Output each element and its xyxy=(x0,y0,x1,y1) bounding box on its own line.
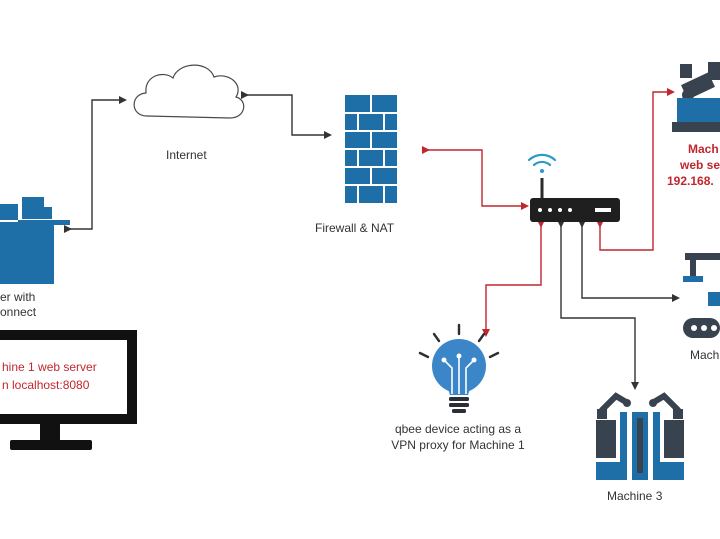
link-router-machine1 xyxy=(596,88,675,251)
machine1-label-line3: 192.168. xyxy=(667,174,714,188)
user-label-line1: er with xyxy=(0,290,36,304)
user-workstation-icon xyxy=(0,197,70,284)
user-label-line2: onnect xyxy=(0,305,37,319)
link-router-qbee xyxy=(482,220,545,337)
firewall-icon xyxy=(345,95,397,203)
cloud-icon xyxy=(133,64,245,119)
link-firewall-router xyxy=(422,146,529,210)
machine2-label: Machi xyxy=(690,348,720,362)
machine1-label-line2: web se xyxy=(680,158,720,172)
qbee-label-line1: qbee device acting as a xyxy=(394,422,522,436)
qbee-label-line2: VPN proxy for Machine 1 xyxy=(391,438,525,452)
monitor-text-line2: n localhost:8080 xyxy=(2,378,90,392)
link-router-machine3 xyxy=(557,220,639,390)
conveyor-icon xyxy=(683,253,720,338)
factory-robots-icon xyxy=(596,392,684,480)
link-user-internet xyxy=(64,96,127,233)
internet-label: Internet xyxy=(166,148,207,162)
monitor-icon xyxy=(0,330,137,450)
monitor-text-line1: hine 1 web server xyxy=(2,360,97,374)
robot-arm-icon xyxy=(672,62,720,132)
link-router-machine2 xyxy=(578,220,680,302)
link-internet-firewall xyxy=(241,91,332,139)
router-icon xyxy=(530,178,620,222)
machine1-label-line1: Mach xyxy=(688,142,719,156)
firewall-label: Firewall & NAT xyxy=(315,221,395,235)
machine3-label: Machine 3 xyxy=(607,489,663,503)
lightbulb-icon xyxy=(418,323,500,413)
wifi-icon xyxy=(527,153,557,173)
